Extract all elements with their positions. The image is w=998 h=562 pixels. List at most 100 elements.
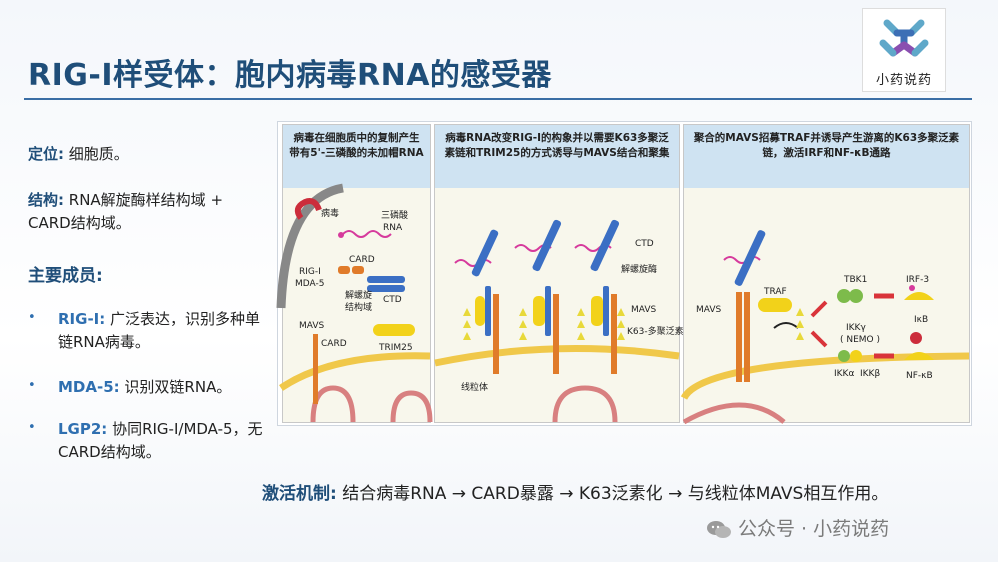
panel-header: 病毒RNA改变RIG-I的构象并以需要K63多聚泛素链和TRIM25的方式诱导与… — [435, 125, 679, 188]
structure-label: 结构: — [28, 191, 64, 209]
ikkb-label: IKKβ — [860, 369, 880, 379]
helicase-label: 解螺旋 — [345, 289, 372, 301]
ikk-alpha-protein — [838, 350, 850, 362]
card-label: CARD — [349, 255, 375, 265]
k63-ubiquitin-chains — [463, 308, 625, 340]
tbk1-protein — [837, 289, 851, 303]
figure-panel-2: 病毒RNA改变RIG-I的构象并以需要K63多聚泛素链和TRIM25的方式诱导与… — [434, 124, 684, 423]
member-desc: 协同RIG-I/MDA-5，无CARD结构域。 — [58, 420, 263, 462]
mitochondrion-membrane — [279, 352, 431, 391]
panel-3-diagram: MAVS TRAF TBK1 IRF-3 IKKγ ( NEMO ) IKKα … — [680, 230, 970, 425]
tbk1-label: TBK1 — [843, 275, 867, 285]
card-label-2: CARD — [321, 339, 347, 349]
irf-3-protein — [904, 292, 934, 300]
molecule-logo-icon — [879, 19, 929, 57]
bullet: • — [28, 378, 36, 393]
irf-3-label: IRF-3 — [906, 275, 929, 285]
k63-label: K63-多聚泛素 — [627, 325, 684, 337]
helicase-label: 解螺旋酶 — [621, 263, 657, 275]
trim25-label: TRIM25 — [378, 343, 413, 353]
arrow-icon — [810, 330, 828, 348]
rig-i-complex — [574, 219, 620, 374]
ikk-beta-protein — [850, 350, 862, 362]
panel-2-diagram: CTD 解螺旋酶 MAVS K63-多聚泛素 线粒体 — [434, 219, 684, 423]
bullet: • — [28, 420, 36, 435]
activation-text: 结合病毒RNA → CARD暴露 → K63泛素化 → 与线粒体MAVS相互作用… — [336, 484, 889, 504]
rig-i-pathway-figure: 病毒在细胞质中的复制产生带有5'-三磷酸的未加帽RNA 病毒 三磷酸 RNA R… — [276, 121, 972, 426]
rig-i-complex — [514, 219, 562, 374]
location-line: 定位: 细胞质。 — [28, 143, 129, 166]
brand-logo: 小药说药 — [862, 8, 946, 92]
virus-icon — [294, 198, 322, 220]
helicase-domain — [367, 276, 405, 283]
ikb-label: IκB — [914, 315, 928, 325]
rig-i-label: RIG-I — [299, 267, 321, 277]
mavs-protein — [736, 292, 742, 382]
mitochondrion-crista — [682, 402, 786, 425]
activation-label: 激活机制: — [262, 484, 337, 504]
watermark-text: 公众号 · 小药说药 — [738, 518, 890, 540]
mitochondrion-crista — [390, 390, 433, 423]
mavs-label: MAVS — [299, 321, 325, 331]
phosphate-dot — [909, 285, 915, 291]
panel-1-diagram: 病毒 三磷酸 RNA RIG-I MDA-5 CARD 解螺旋 结构域 CTD … — [276, 183, 433, 423]
structure-line: 结构: RNA解旋酶样结构域 + CARD结构域。 — [28, 189, 258, 236]
figure-panel-1: 病毒在细胞质中的复制产生带有5'-三磷酸的未加帽RNA 病毒 三磷酸 RNA R… — [276, 124, 433, 423]
location-label: 定位: — [28, 145, 64, 163]
panel-header: 聚合的MAVS招募TRAF并诱导产生游离的K63多聚泛素链，激活IRF和NF-κ… — [684, 125, 969, 188]
mitochondrion-crista — [310, 385, 356, 423]
mavs-protein — [744, 292, 750, 382]
curved-arrow-icon — [773, 322, 799, 329]
member-name: RIG-I: — [58, 310, 106, 328]
helicase-domain — [367, 285, 405, 292]
panel-header: 病毒在细胞质中的复制产生带有5'-三磷酸的未加帽RNA — [283, 125, 430, 188]
members-heading: 主要成员: — [28, 266, 103, 286]
member-name: LGP2: — [58, 420, 108, 438]
wechat-icon — [707, 520, 731, 538]
location-text: 细胞质。 — [64, 145, 129, 163]
ikky-label: IKKγ — [846, 323, 866, 333]
member-desc: 广泛表达，识别多种单链RNA病毒。 — [58, 310, 261, 352]
ikka-label: IKKα — [834, 369, 854, 379]
helicase-label-2: 结构域 — [345, 301, 372, 313]
nemo-label: ( NEMO ) — [840, 335, 880, 345]
title-divider — [24, 98, 972, 100]
trim25-protein — [373, 324, 415, 336]
arrow-icon — [810, 300, 828, 318]
ctd-label: CTD — [383, 295, 402, 305]
tbk1-protein — [849, 289, 863, 303]
virus-label: 病毒 — [321, 207, 339, 219]
triphosphate-dot — [338, 232, 344, 238]
slide-title: RIG-I样受体：胞内病毒RNA的感受器 — [28, 58, 552, 93]
mitochondrion-membrane — [680, 352, 970, 400]
mavs-protein — [313, 334, 318, 404]
member-desc: 识别双链RNA。 — [119, 378, 232, 396]
bullet: • — [28, 310, 36, 325]
mavs-label: MAVS — [631, 305, 657, 315]
traf-protein — [758, 298, 792, 312]
triphosphate-label: 三磷酸 — [381, 209, 408, 221]
viral-rna-strand — [342, 230, 392, 238]
structure-text: RNA解旋酶样结构域 + CARD结构域。 — [28, 191, 224, 233]
member-name: MDA-5: — [58, 378, 120, 396]
rig-i-helicase — [734, 230, 766, 286]
nf-kb-label: NF-κB — [906, 371, 933, 381]
traf-label: TRAF — [763, 287, 787, 297]
ctd-label: CTD — [635, 239, 654, 249]
rig-i-complex — [454, 229, 499, 374]
logo-text: 小药说药 — [875, 73, 932, 88]
card-domain — [352, 266, 364, 274]
k63-ubiquitin-chain — [796, 308, 804, 340]
wechat-watermark: 公众号 · 小药说药 — [706, 514, 889, 541]
activation-mechanism: 激活机制: 结合病毒RNA → CARD暴露 → K63泛素化 → 与线粒体MA… — [262, 479, 888, 504]
mda-5-label: MDA-5 — [295, 279, 324, 289]
mitochondrion-crista — [552, 385, 618, 423]
rna-label: RNA — [383, 223, 403, 233]
figure-panel-3: 聚合的MAVS招募TRAF并诱导产生游离的K63多聚泛素链，激活IRF和NF-κ… — [680, 124, 970, 425]
mitochondrion-label: 线粒体 — [461, 381, 488, 393]
nf-kb-protein — [904, 352, 934, 360]
ikb-degraded-icon — [910, 332, 922, 344]
viral-rna-strand — [723, 256, 761, 264]
card-domain — [338, 266, 350, 274]
cell-membrane — [276, 183, 344, 309]
